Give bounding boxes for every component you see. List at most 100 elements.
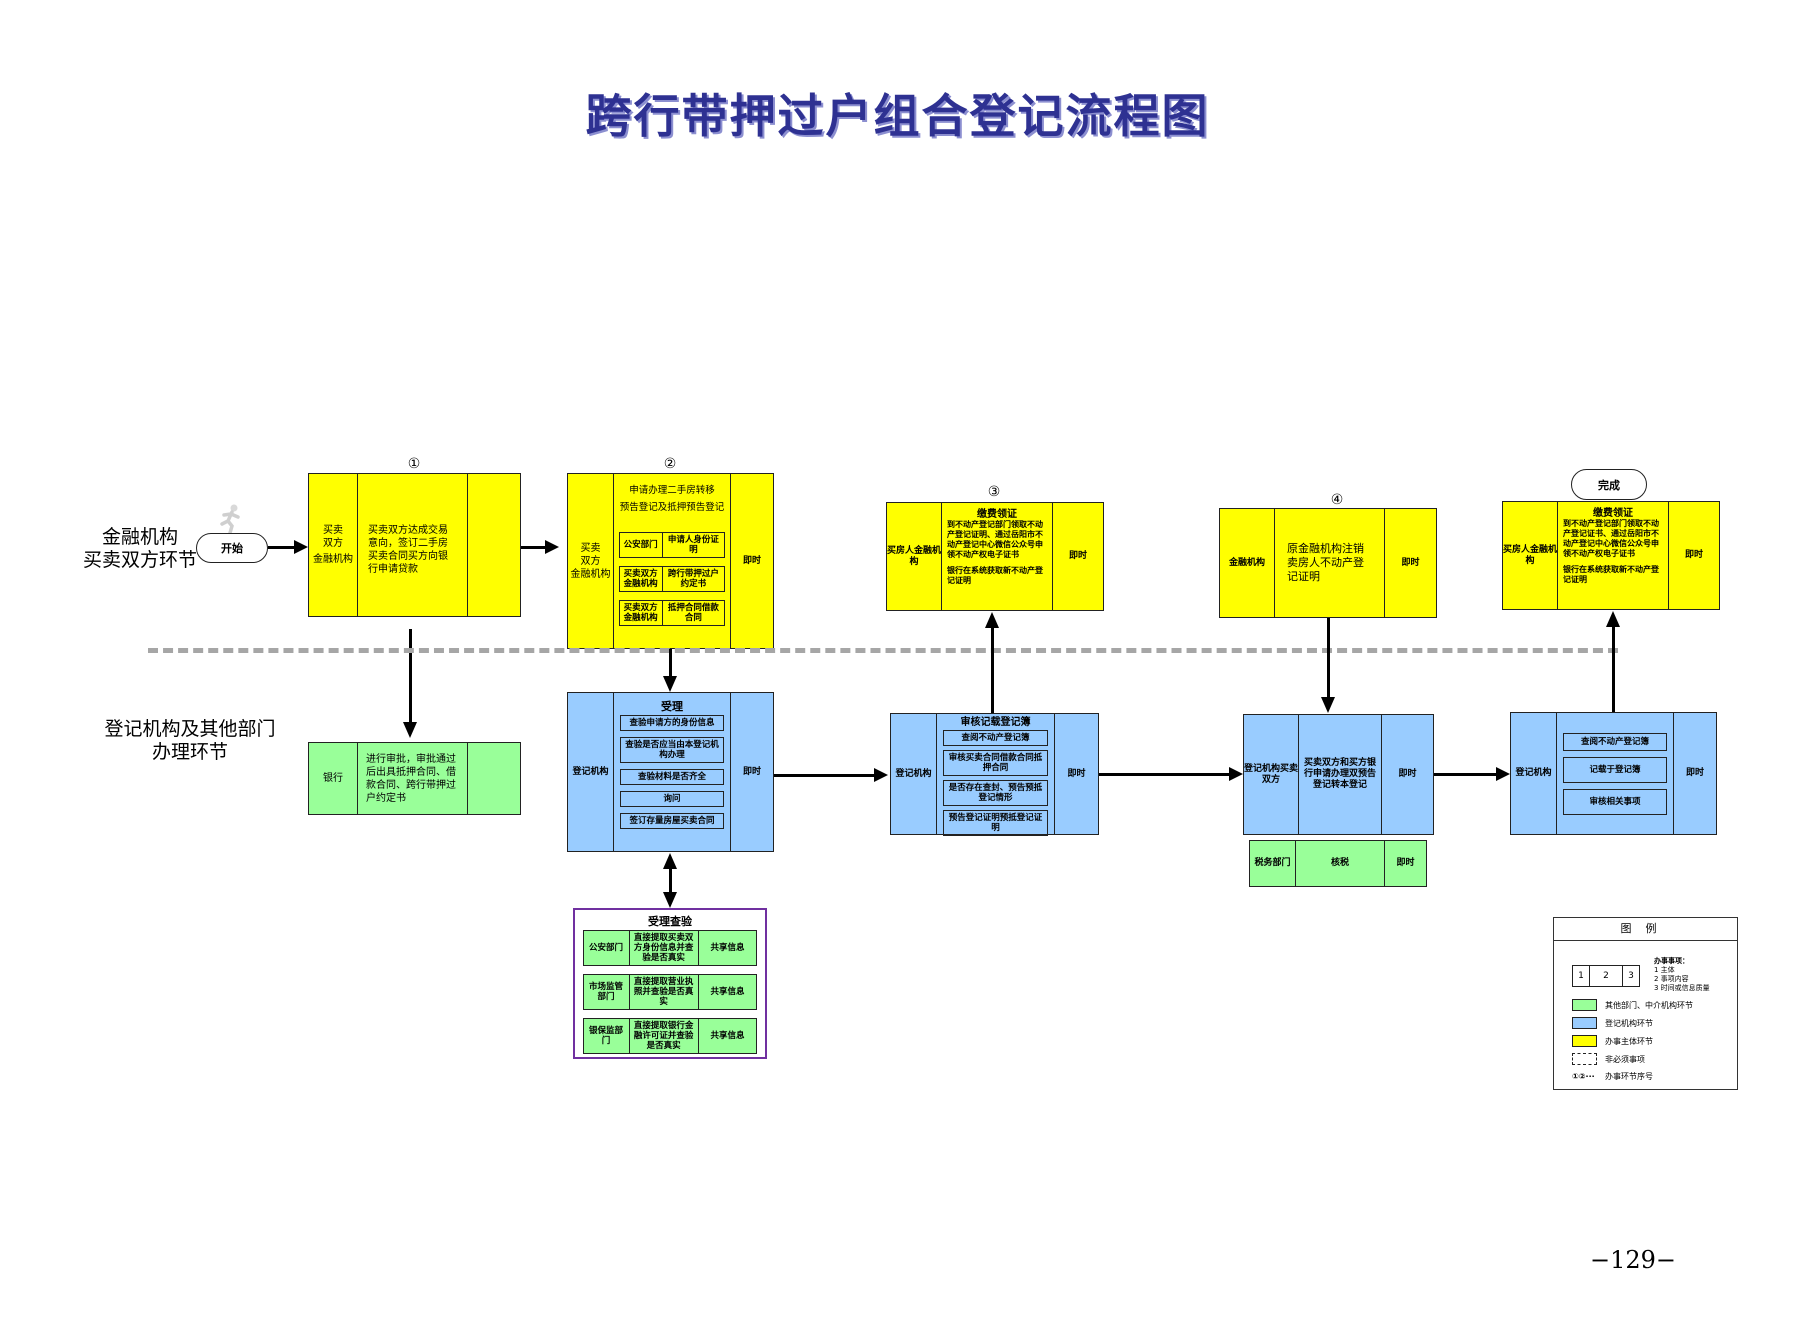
reg1-item: 查验申请方的身份信息: [619, 715, 725, 731]
reg3-content: 买卖双方和买方银行申请办理双预告登记转本登记: [1298, 715, 1381, 834]
reg2-item: 是否存在查封、预告预抵登记情形: [942, 780, 1049, 806]
reg4-content: 查阅不动产登记簿 记载于登记簿 审核相关事项: [1556, 713, 1673, 834]
reg2-title: 审核记载登记簿: [960, 717, 1031, 728]
final-text2: 银行在系统获取新不动产登记证明: [1563, 565, 1659, 584]
lane-bottom-line1: 登记机构及其他部门: [104, 718, 276, 740]
reg1-item: 查验是否应当由本登记机构办理: [619, 737, 725, 763]
reg1-title: 受理: [661, 700, 683, 713]
reg4-item: 审核相关事项: [1562, 788, 1668, 815]
arrowhead-icon: [545, 540, 559, 554]
arrow-reg1-verify: [669, 867, 672, 895]
step2-time: 即时: [730, 474, 773, 648]
bank-time: [467, 743, 520, 814]
reg2-item: 审核买卖合同借款合同抵押合同: [942, 750, 1049, 776]
legend-item-blue: 登记机构环节: [1572, 1017, 1737, 1029]
arrow-reg1-to-reg2: [774, 774, 874, 777]
reg1-time: 即时: [730, 693, 773, 851]
step2-row: 公安部门申请人身份证明: [618, 532, 726, 558]
final-content: 缴费领证 到不动产登记部门领取不动产登记证书、通过岳阳市不动产登记中心微信公众号…: [1557, 502, 1668, 609]
reg1-subject: 登记机构: [572, 766, 609, 777]
step3-time: 即时: [1052, 503, 1103, 610]
bank-box[interactable]: 银行 进行审批，审批通过后出具抵押合同、借款合同、跨行带押过户约定书: [308, 742, 521, 815]
reg1-item: 签订存量房屋买卖合同: [619, 813, 725, 829]
step-number-4: ④: [1330, 492, 1344, 508]
reg2-item: 查阅不动产登记簿: [942, 730, 1049, 746]
reg4-item: 查阅不动产登记簿: [1562, 732, 1668, 751]
reg4-time: 即时: [1673, 713, 1716, 834]
reg2-content: 审核记载登记簿 查阅不动产登记簿 审核买卖合同借款合同抵押合同 是否存在查封、预…: [936, 714, 1054, 836]
tax-box[interactable]: 税务部门 核税 即时: [1249, 840, 1427, 887]
end-terminal[interactable]: 完成: [1571, 469, 1647, 500]
lane-label-bottom: 登记机构及其他部门 办理环节: [90, 718, 290, 764]
step3-box[interactable]: 买房人金融机构 缴费领证 到不动产登记部门领取不动产登记证明、通过岳阳市不动产登…: [886, 502, 1104, 611]
lane-label-top: 金融机构 买卖双方环节: [70, 526, 210, 572]
arrowhead-icon: [663, 892, 677, 908]
final-subject: 买房人金融机构: [1503, 544, 1558, 566]
page-number: −129−: [1590, 1246, 1677, 1274]
tax-time: 即时: [1384, 841, 1426, 886]
step1-box[interactable]: 买卖双方金融机构 买卖双方达成交易意向，签订二手房买卖合同买方向银行申请贷款: [308, 473, 521, 617]
step3-title: 缴费领证: [977, 509, 1017, 520]
reg1-item: 询问: [619, 791, 725, 807]
arrowhead-icon: [663, 853, 677, 869]
registration-transfer-box[interactable]: 登记机构买卖双方 买卖双方和买方银行申请办理双预告登记转本登记 即时: [1243, 714, 1434, 835]
legend-key: 1 2 3 办事事项： 1 主体 2 事项内容 3 时间或信息质量: [1572, 957, 1737, 993]
reg2-item: 预告登记证明预抵登记证明: [942, 810, 1049, 836]
verify-row: 银保监部门直接提取银行金融许可证并查验是否真实共享信息: [582, 1018, 758, 1054]
registration-review-box[interactable]: 登记机构 审核记载登记簿 查阅不动产登记簿 审核买卖合同借款合同抵押合同 是否存…: [890, 713, 1099, 836]
step2-row: 买卖双方金融机构抵押合同借款合同: [618, 600, 726, 626]
reg3-time: 即时: [1381, 715, 1433, 834]
arrowhead-icon: [1229, 767, 1243, 781]
reg1-content: 受理 查验申请方的身份信息 查验是否应当由本登记机构办理 查验材料是否齐全 询问…: [613, 693, 730, 851]
final-text: 到不动产登记部门领取不动产登记证书、通过岳阳市不动产登记中心微信公众号申领不动产…: [1563, 519, 1659, 558]
verify-row: 市场监管部门直接提取营业执照并查验是否真实共享信息: [582, 974, 758, 1010]
reg4-subject: 登记机构: [1515, 768, 1552, 778]
arrow-step1-to-step2: [521, 546, 547, 549]
start-terminal[interactable]: 开始: [196, 533, 268, 563]
reg1-item: 查验材料是否齐全: [619, 769, 725, 785]
final-title: 缴费领证: [1593, 508, 1633, 519]
step3-subject: 买房人金融机构: [887, 545, 942, 567]
lane-bottom-line2: 办理环节: [151, 741, 228, 763]
legend-title: 图例: [1554, 918, 1737, 941]
step1-time: [467, 474, 520, 616]
arrowhead-icon: [663, 676, 677, 692]
sequence-number-icon: ①②···: [1572, 1072, 1595, 1081]
legend: 图例 1 2 3 办事事项： 1 主体 2 事项内容 3 时间或信息质量 其他部…: [1553, 917, 1738, 1090]
arrowhead-icon: [403, 722, 417, 738]
arrow-step1-to-bank: [409, 629, 412, 723]
arrow-reg2-to-reg3: [1099, 773, 1229, 776]
legend-item-optional: 非必须事项: [1572, 1053, 1737, 1065]
reg4-item: 记载于登记簿: [1562, 756, 1668, 783]
step4-content: 原金融机构注销卖房人不动产登记证明: [1274, 509, 1384, 617]
legend-item-sequence: ①②···办事环节序号: [1572, 1072, 1653, 1081]
step3-content: 缴费领证 到不动产登记部门领取不动产登记证明、通过岳阳市不动产登记中心微信公众号…: [941, 503, 1052, 610]
step2-row: 买卖双方金融机构跨行带押过户约定书: [618, 566, 726, 592]
verification-box[interactable]: 受理查验 公安部门直接提取买卖双方身份信息并查验是否真实共享信息 市场监管部门直…: [573, 908, 767, 1059]
legend-cells: 1 2 3: [1572, 965, 1640, 987]
step4-box[interactable]: 金融机构 原金融机构注销卖房人不动产登记证明 即时: [1219, 508, 1437, 618]
step2-title-line1: 申请办理二手房转移: [629, 485, 715, 496]
arrowhead-icon: [294, 540, 308, 554]
arrow-reg2-to-step3: [991, 627, 994, 713]
page-title: 跨行带押过户组合登记流程图: [585, 89, 1210, 143]
final-time: 即时: [1668, 502, 1719, 609]
lane-top-line1: 金融机构: [101, 526, 178, 548]
step-number-2: ②: [663, 456, 677, 472]
arrow-start-to-step1: [268, 546, 296, 549]
verify-title: 受理查验: [648, 915, 692, 928]
registration-accept-box[interactable]: 登记机构 受理 查验申请方的身份信息 查验是否应当由本登记机构办理 查验材料是否…: [567, 692, 774, 852]
reg2-subject: 登记机构: [895, 768, 932, 779]
final-step-box[interactable]: 买房人金融机构 缴费领证 到不动产登记部门领取不动产登记证书、通过岳阳市不动产登…: [1502, 501, 1720, 610]
step2-box[interactable]: 买卖双方金融机构 申请办理二手房转移 预告登记及抵押预告登记 公安部门申请人身份…: [567, 473, 774, 649]
step4-subject: 金融机构: [1228, 557, 1265, 568]
reg2-time: 即时: [1054, 714, 1098, 834]
arrowhead-icon: [1606, 611, 1620, 627]
registration-record-box[interactable]: 登记机构 查阅不动产登记簿 记载于登记簿 审核相关事项 即时: [1510, 712, 1717, 835]
bank-content: 进行审批，审批通过后出具抵押合同、借款合同、跨行带押过户约定书: [357, 743, 467, 814]
legend-item-yellow: 办事主体环节: [1572, 1035, 1737, 1047]
arrow-reg3-to-reg4: [1434, 773, 1496, 776]
verify-row: 公安部门直接提取买卖双方身份信息并查验是否真实共享信息: [582, 930, 758, 966]
lane-divider: [148, 648, 1618, 653]
legend-item-green: 其他部门、中介机构环节: [1572, 999, 1737, 1011]
